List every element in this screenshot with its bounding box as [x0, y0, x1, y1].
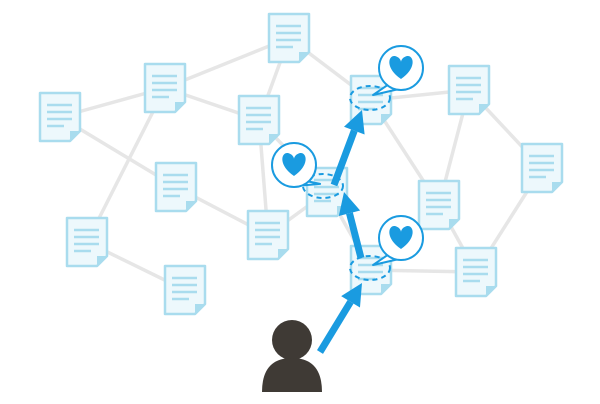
heart-icon: [389, 225, 413, 249]
document-icon: [246, 209, 290, 261]
document-icon: [267, 12, 311, 64]
like-bubble: [349, 45, 424, 111]
person-icon: [262, 320, 322, 392]
heart-icon: [389, 55, 413, 79]
highlight-ring: [349, 85, 391, 111]
like-bubble: [349, 215, 424, 281]
highlight-ring: [302, 173, 344, 199]
heart-icon: [282, 152, 306, 176]
arrow-icon: [317, 283, 362, 354]
document-icon: [143, 62, 187, 114]
like-bubbles: [271, 45, 424, 281]
like-bubble: [271, 142, 344, 199]
document-icon: [163, 264, 207, 316]
highlight-ring: [349, 255, 391, 281]
document-icon: [237, 94, 281, 146]
document-icon: [417, 179, 461, 231]
arrow-icon: [338, 192, 365, 259]
document-icon: [38, 91, 82, 143]
network-edge: [85, 87, 167, 243]
document-icon: [447, 64, 491, 116]
navigation-arrows: [317, 110, 365, 354]
document-icon: [454, 246, 498, 298]
arrow-icon: [330, 110, 365, 187]
document-icon: [520, 142, 564, 194]
document-icon: [65, 216, 109, 268]
document-icon: [154, 161, 198, 213]
